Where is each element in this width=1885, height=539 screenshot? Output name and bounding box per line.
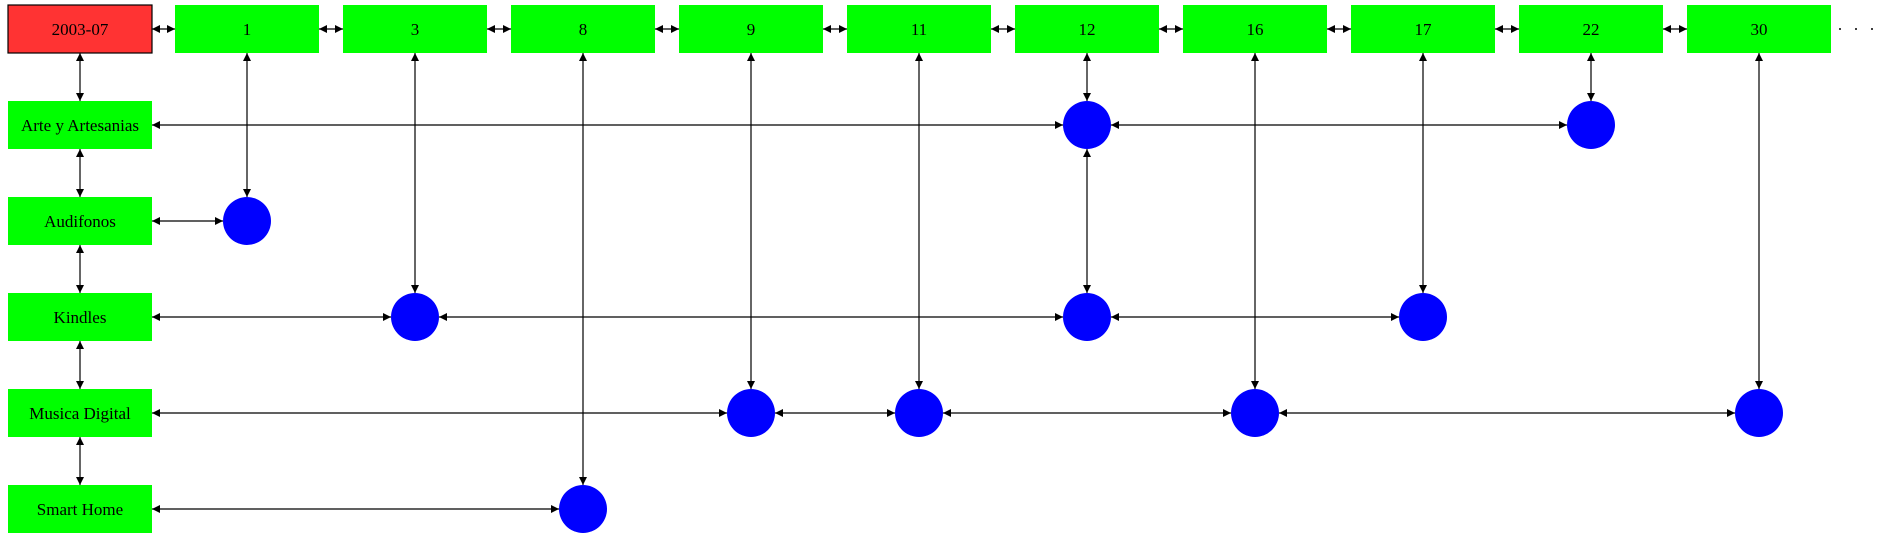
title-box-label: 2003-07 — [52, 20, 109, 39]
row-box-musica-digital: Musica Digital — [8, 389, 152, 437]
column-box-3-rect — [343, 5, 487, 53]
column-box-8-rect — [511, 5, 655, 53]
node-arte-y-artesanias-12 — [1063, 101, 1111, 149]
row-box-audifonos-rect — [8, 197, 152, 245]
row-box-arte-y-artesanias-label: Arte y Artesanias — [21, 116, 139, 135]
column-box-16: 16 — [1183, 5, 1327, 53]
column-box-16-rect — [1183, 5, 1327, 53]
column-box-22-label: 22 — [1583, 20, 1600, 39]
column-box-12-label: 12 — [1079, 20, 1096, 39]
column-box-17-label: 17 — [1415, 20, 1433, 39]
column-box-12-rect — [1015, 5, 1159, 53]
ellipsis-dot — [1871, 28, 1873, 30]
node-musica-digital-16 — [1231, 389, 1279, 437]
column-box-17: 17 — [1351, 5, 1495, 53]
column-box-8-label: 8 — [579, 20, 588, 39]
column-box-1-label: 1 — [243, 20, 252, 39]
row-box-musica-digital-label: Musica Digital — [29, 404, 131, 423]
ellipsis-dot — [1855, 28, 1857, 30]
row-box-kindles: Kindles — [8, 293, 152, 341]
row-box-smart-home-label: Smart Home — [37, 500, 123, 519]
row-box-arte-y-artesanias: Arte y Artesanias — [8, 101, 152, 149]
column-box-30-rect — [1687, 5, 1831, 53]
node-kindles-12 — [1063, 293, 1111, 341]
row-box-kindles-label: Kindles — [54, 308, 107, 327]
ellipsis-dot — [1839, 28, 1841, 30]
column-box-22-rect — [1519, 5, 1663, 53]
row-box-smart-home: Smart Home — [8, 485, 152, 533]
column-box-1-rect — [175, 5, 319, 53]
column-box-22: 22 — [1519, 5, 1663, 53]
column-box-11: 11 — [847, 5, 991, 53]
column-box-3: 3 — [343, 5, 487, 53]
column-box-9-rect — [679, 5, 823, 53]
column-box-30-label: 30 — [1751, 20, 1768, 39]
column-box-11-label: 11 — [911, 20, 927, 39]
node-musica-digital-11 — [895, 389, 943, 437]
column-box-1: 1 — [175, 5, 319, 53]
nodes — [223, 101, 1783, 533]
column-box-9: 9 — [679, 5, 823, 53]
column-box-17-rect — [1351, 5, 1495, 53]
node-musica-digital-30 — [1735, 389, 1783, 437]
column-box-8: 8 — [511, 5, 655, 53]
column-box-16-label: 16 — [1247, 20, 1264, 39]
row-box-audifonos-label: Audifonos — [44, 212, 116, 231]
ellipsis — [1839, 28, 1873, 30]
column-box-9-label: 9 — [747, 20, 756, 39]
node-audifonos-1 — [223, 197, 271, 245]
row-box-kindles-rect — [8, 293, 152, 341]
row-box-arte-y-artesanias-rect — [8, 101, 152, 149]
node-kindles-17 — [1399, 293, 1447, 341]
node-kindles-3 — [391, 293, 439, 341]
title-box-rect — [7, 4, 153, 54]
node-arte-y-artesanias-22 — [1567, 101, 1615, 149]
row-box-musica-digital-rect — [8, 389, 152, 437]
title-box: 2003-07 — [7, 4, 153, 54]
column-box-30: 30 — [1687, 5, 1831, 53]
row-box-smart-home-rect — [8, 485, 152, 533]
column-box-12: 12 — [1015, 5, 1159, 53]
node-smart-home-8 — [559, 485, 607, 533]
column-box-11-rect — [847, 5, 991, 53]
column-box-3-label: 3 — [411, 20, 420, 39]
edges — [76, 25, 1763, 513]
node-musica-digital-9 — [727, 389, 775, 437]
row-box-audifonos: Audifonos — [8, 197, 152, 245]
